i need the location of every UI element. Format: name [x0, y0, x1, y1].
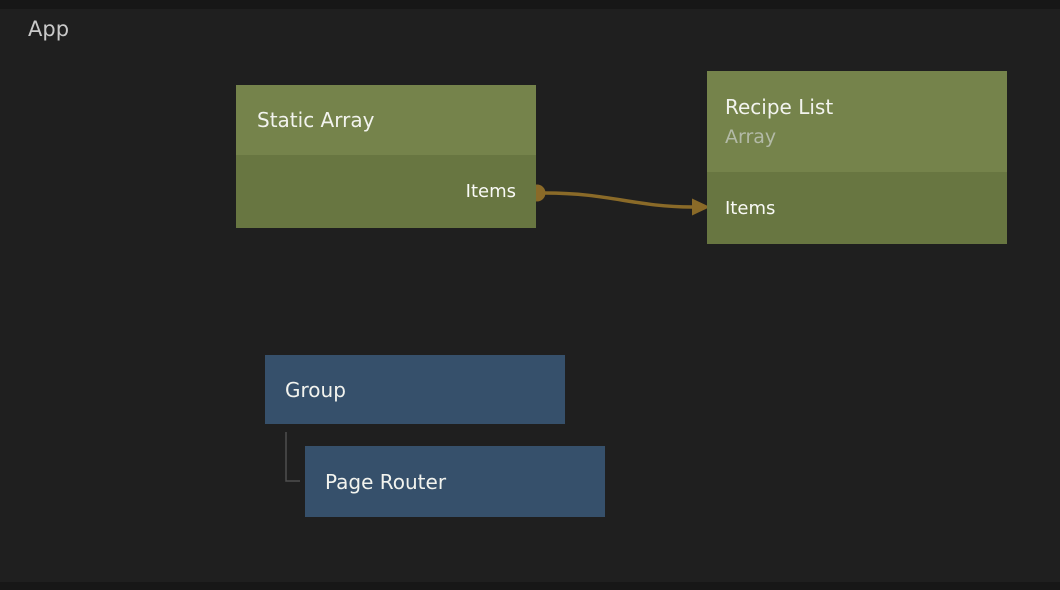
node-title: Static Array — [257, 108, 375, 132]
node-recipe-list-header[interactable]: Recipe List Array — [707, 71, 1007, 172]
node-static-array-ports: Items — [236, 155, 536, 228]
node-recipe-list[interactable]: Recipe List Array Items — [707, 71, 1007, 244]
hierarchy-connector-line — [285, 432, 300, 482]
canvas-top-edge — [0, 0, 1060, 9]
port-label-items-output[interactable]: Items — [465, 181, 516, 202]
node-static-array-header[interactable]: Static Array — [236, 85, 536, 155]
node-group[interactable]: Group — [265, 355, 565, 424]
data-wire[interactable] — [544, 191, 693, 209]
node-page-router[interactable]: Page Router — [305, 446, 605, 517]
node-subtitle: Array — [725, 125, 777, 148]
node-recipe-list-ports: Items — [707, 172, 1007, 244]
port-label-items-input[interactable]: Items — [725, 197, 776, 219]
node-title: Recipe List — [725, 94, 834, 119]
node-static-array[interactable]: Static Array Items — [236, 85, 536, 228]
component-breadcrumb-app: App — [28, 17, 70, 41]
node-title: Group — [285, 377, 346, 402]
node-title: Page Router — [325, 469, 447, 494]
canvas-bottom-edge — [0, 582, 1060, 590]
